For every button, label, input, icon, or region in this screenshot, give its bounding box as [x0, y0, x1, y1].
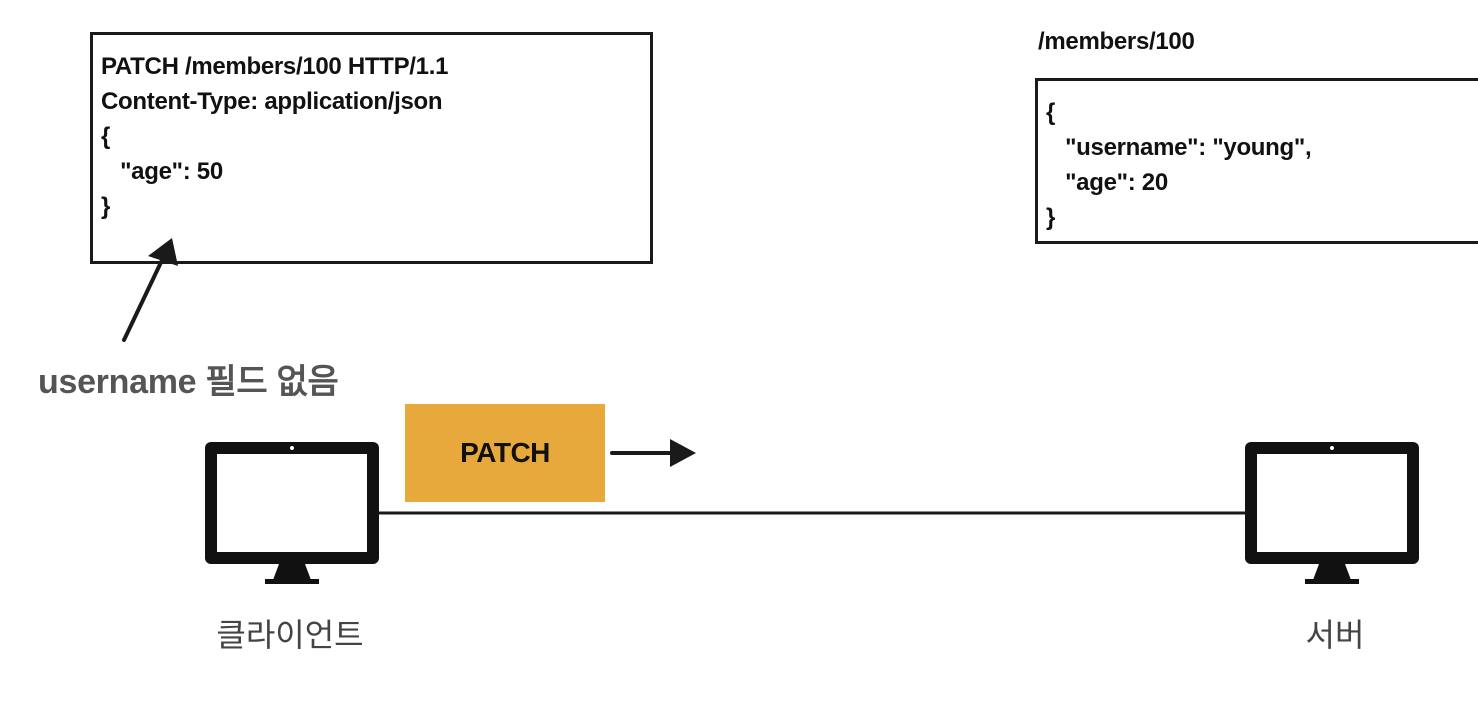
- request-body-age: "age": 50: [101, 158, 223, 185]
- resource-body-close: }: [1046, 204, 1056, 231]
- request-message-box: PATCH /members/100 HTTP/1.1 Content-Type…: [90, 32, 653, 264]
- resource-path: /members/100: [1038, 28, 1195, 55]
- annotation-arrow-shaft: [122, 254, 166, 342]
- resource-box: { "username": "young", "age": 20 }: [1035, 78, 1478, 244]
- request-line: PATCH /members/100 HTTP/1.1: [101, 53, 449, 80]
- server-label: 서버: [1305, 617, 1365, 653]
- method-tag: PATCH: [405, 404, 605, 502]
- client-label: 클라이언트: [216, 617, 364, 653]
- monitor-icon: [1245, 442, 1419, 584]
- annotation-arrow-head: [148, 238, 178, 266]
- annotation-note: username 필드 없음: [38, 363, 339, 401]
- request-body-close: }: [101, 193, 111, 220]
- request-body-open: {: [101, 123, 111, 150]
- resource-body-username: "username": "young",: [1046, 134, 1312, 161]
- direction-arrow-head: [670, 439, 696, 467]
- request-header-line: Content-Type: application/json: [101, 88, 443, 115]
- monitor-icon: [205, 442, 379, 584]
- resource-body-open: {: [1046, 99, 1056, 126]
- resource-body-age: "age": 20: [1046, 169, 1168, 196]
